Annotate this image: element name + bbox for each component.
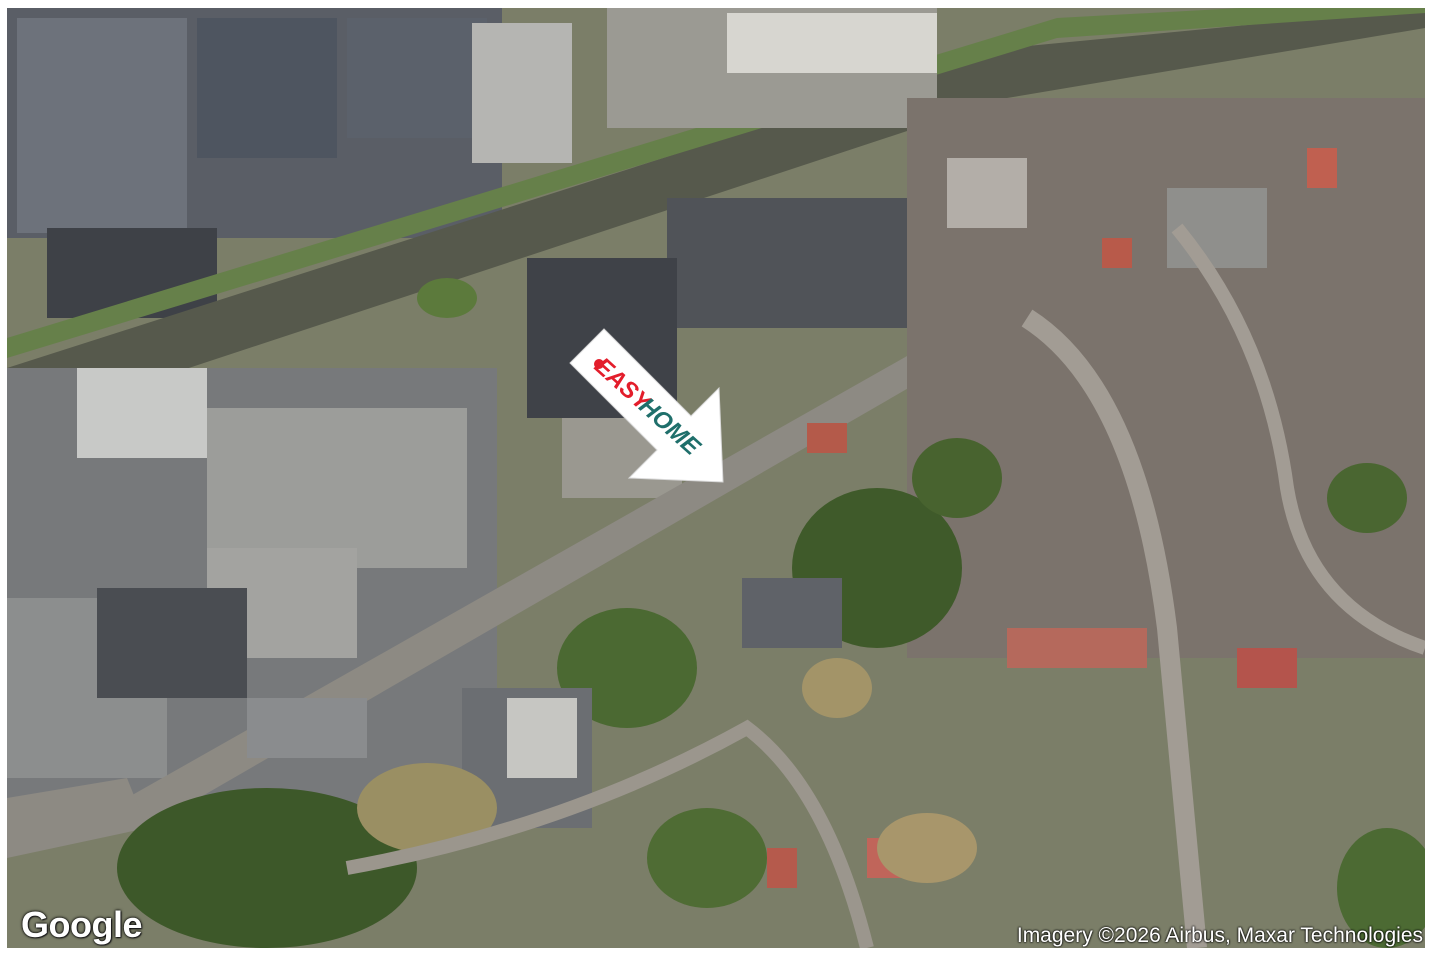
google-logo: Google [21,904,143,945]
satellite-imagery [7,8,1425,948]
imagery-attribution[interactable]: Imagery ©2026 Airbus, Maxar Technologies [1016,924,1423,947]
map-viewport[interactable]: EASY HOME Google Imagery ©2026 Airbus, M… [7,8,1425,948]
arrow-marker-icon [569,328,724,483]
brand-flame-icon [594,359,604,369]
location-marker[interactable]: EASY HOME [555,326,735,491]
